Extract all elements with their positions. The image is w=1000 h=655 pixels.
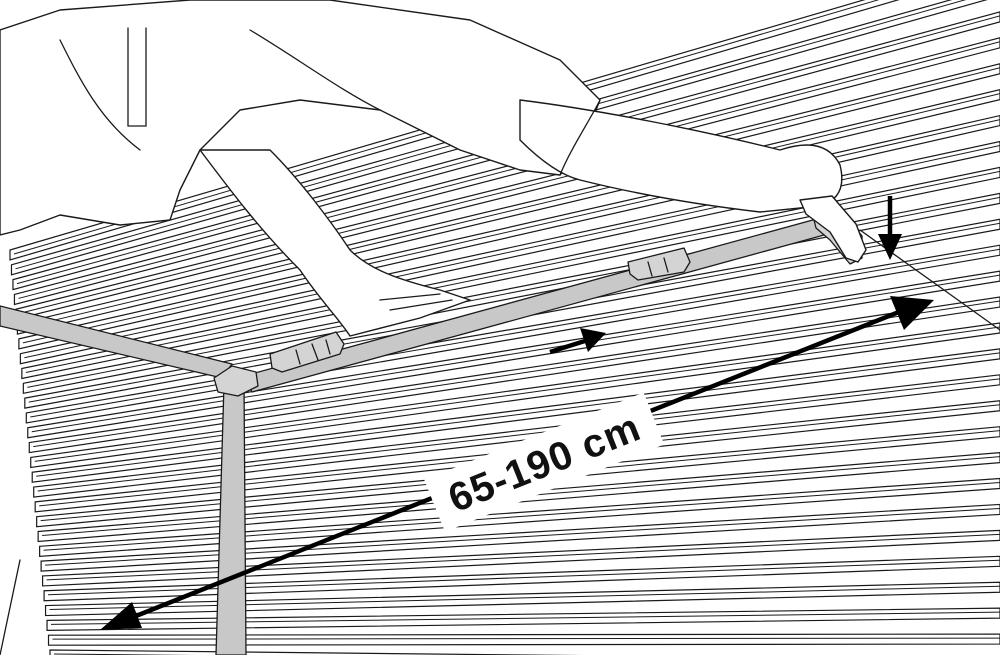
- tension-arrow-shaft: [549, 337, 589, 355]
- strap-buckle-2: [627, 247, 691, 281]
- slat: [27, 270, 1000, 439]
- slat-edge: [51, 611, 1000, 625]
- buckle-1-grips: [295, 339, 331, 365]
- slat-edge: [30, 248, 1000, 418]
- slat-edge: [46, 533, 1000, 581]
- strap-down: [215, 383, 247, 655]
- slat: [30, 322, 1000, 469]
- slat: [10, 0, 988, 276]
- frame-edge-left: [0, 559, 21, 655]
- slat-edge: [52, 637, 1000, 640]
- press-arrow-head: [878, 234, 902, 260]
- slat-edge: [45, 507, 1000, 566]
- buckle-2-grips: [647, 257, 669, 277]
- fold-line-2: [59, 39, 141, 151]
- dimension-arrow-head-left: [100, 602, 142, 630]
- slat: [43, 555, 1000, 602]
- person-leg: [519, 99, 843, 213]
- slat: [40, 503, 1000, 572]
- slat: [39, 477, 1000, 557]
- slat-edge: [33, 300, 1000, 448]
- person-figure: [0, 0, 867, 337]
- slat-edge: [22, 119, 1000, 344]
- slat: [44, 581, 1000, 617]
- slat-edge: [43, 482, 1000, 551]
- tension-arrow-head: [580, 328, 606, 352]
- slat-edge: [31, 274, 1000, 433]
- slat: [41, 529, 1000, 587]
- slat: [28, 296, 1000, 454]
- slat: [31, 348, 1000, 483]
- finger-lines: [379, 293, 453, 311]
- dimension-label-bg: [424, 392, 665, 532]
- slat: [33, 374, 1000, 498]
- slat-edge: [49, 585, 1000, 611]
- slat-edge: [36, 352, 1000, 477]
- dimension-arrow-head-right: [890, 296, 934, 330]
- slat-edge: [34, 326, 1000, 462]
- frame-edges: [0, 229, 1000, 655]
- slat: [21, 166, 1000, 380]
- slat: [47, 633, 1000, 646]
- person-foot: [799, 195, 867, 263]
- slat-edge: [19, 67, 1000, 314]
- person-arm: [199, 149, 471, 337]
- fold-line-3: [249, 29, 381, 111]
- frame-edge-right: [859, 229, 1000, 331]
- slat-edge: [37, 378, 1000, 492]
- person-torso: [0, 0, 601, 236]
- slat: [46, 607, 1000, 631]
- fold-line-1: [127, 27, 147, 127]
- knee-line: [559, 99, 601, 176]
- slat-edge: [21, 93, 1000, 329]
- slat-edge: [18, 41, 1000, 299]
- slat: [49, 649, 583, 655]
- strap-buckle-1: [269, 331, 345, 373]
- strap-junction: [213, 365, 259, 397]
